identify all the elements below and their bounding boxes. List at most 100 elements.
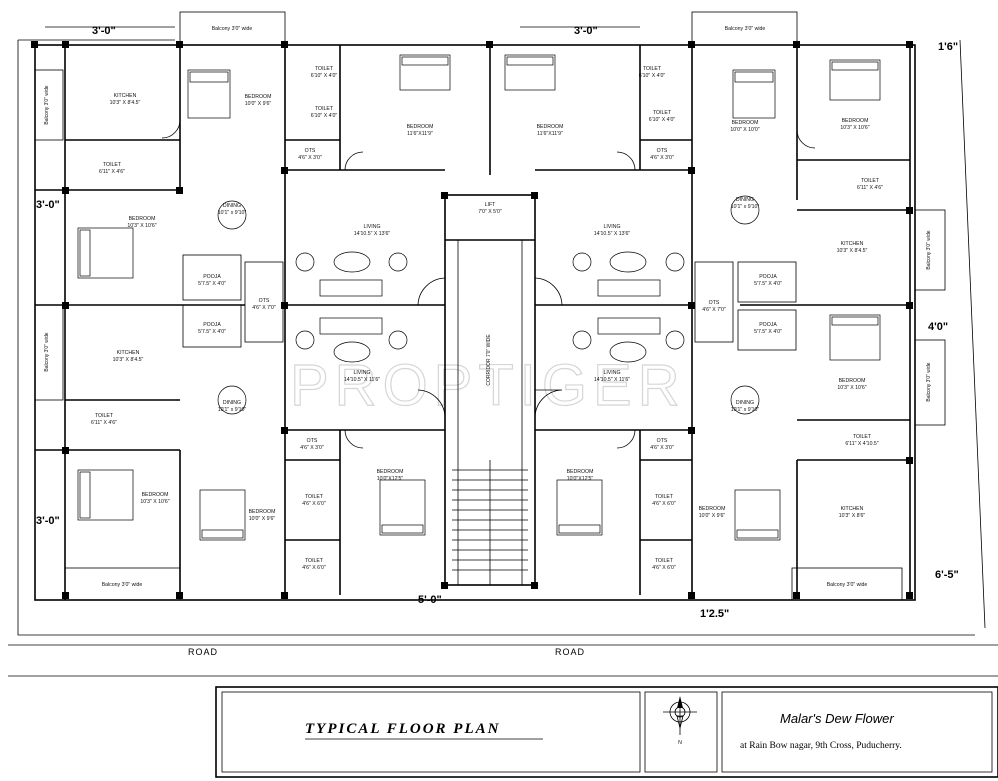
bedroom-bc-right-label: BEDROOM <box>567 469 594 475</box>
ots-1-size: 4'6" X 3'0" <box>298 155 322 161</box>
bedroom-tl-a-size: 10'0" X 9'6" <box>245 101 272 107</box>
balcony-top-right-label: Balcony 3'0" wide <box>725 26 766 32</box>
north-arrow-icon: N <box>663 696 697 746</box>
kitchen-ml-label: KITCHEN <box>117 350 140 356</box>
bedroom-tc-right-size: 11'6"X11'9" <box>537 131 563 137</box>
balcony-top-right <box>691 11 798 46</box>
dining-ur-label: DINING <box>736 197 754 203</box>
bedroom-br-a-label: BEDROOM <box>699 506 726 512</box>
toilet-bc1-size: 4'6" X 6'0" <box>302 501 326 507</box>
dim-bottom-right: 1'2.5" <box>700 608 729 620</box>
watermark: PROPTIGER <box>290 353 686 418</box>
title-block: TYPICAL FLOOR PLAN Malar's Dew Flower at… <box>215 686 998 778</box>
toilet-bc3-label: TOILET <box>655 494 674 500</box>
dim-right-lower: 6'-5" <box>935 569 959 581</box>
kitchen-tl-label: KITCHEN <box>114 93 137 99</box>
toilet-r1-size: 6'11" X 4'6" <box>857 185 883 191</box>
pooja-l2-label: POOJA <box>203 322 221 328</box>
dining-ur-size: 10'1" x 9'10" <box>731 204 760 210</box>
balcony-top-left <box>179 11 286 46</box>
building-walls <box>34 11 946 601</box>
bedroom-tc-left-label: BEDROOM <box>407 124 434 130</box>
kitchen-br-label: KITCHEN <box>841 506 864 512</box>
structural-columns <box>31 41 913 599</box>
dim-left-upper: 3'-0" <box>36 199 60 211</box>
stairs <box>452 460 528 585</box>
toilet-ll-size: 6'11" X 4'6" <box>91 420 117 426</box>
corridor-label: CORRIDOR 7'0" WIDE <box>486 334 492 386</box>
bedroom-tr-a-label: BEDROOM <box>732 120 759 126</box>
dim-top-right: 1'6" <box>938 41 958 53</box>
bedroom-bc-right-size: 10'0"X12'5" <box>567 476 594 482</box>
bedroom-tc-left-size: 11'6"X11'9" <box>407 131 433 137</box>
dining-ul-label: DINING <box>223 203 241 209</box>
dining-lr-label: DINING <box>736 400 754 406</box>
toilet-tl-label: TOILET <box>103 162 122 168</box>
toilet-tl-size: 6'11" X 4'6" <box>99 169 125 175</box>
toilet-ll-label: TOILET <box>95 413 114 419</box>
dim-left-lower: 3'-0" <box>36 515 60 527</box>
balcony-bottom-right <box>791 567 903 601</box>
pooja-r1-size: 5'7.5" X 4'0" <box>754 281 782 287</box>
balcony-left-lower-label: Balcony 3'0" wide <box>44 332 50 371</box>
pooja-l1-label: POOJA <box>203 274 221 280</box>
room-labels: Balcony 3'0" wide Balcony 3'0" wide Balc… <box>44 26 932 588</box>
living-lr-size: 14'10.5" X 11'6" <box>594 377 630 383</box>
lift-label: LIFT <box>485 202 496 208</box>
ots-ml-size: 4'6" X 7'0" <box>252 305 276 311</box>
toilet-tc1-label: TOILET <box>315 66 334 72</box>
toilet-bc2-size: 4'6" X 6'0" <box>302 565 326 571</box>
toilet-tc3-label: TOILET <box>643 66 662 72</box>
ots-mr-label: OTS <box>709 300 720 306</box>
kitchen-ml-size: 10'3" X 8'4.5" <box>113 357 144 363</box>
toilet-tc3-size: 6'10" X 4'0" <box>639 73 666 79</box>
toilet-bc4-size: 4'6" X 6'0" <box>652 565 676 571</box>
project-name: Malar's Dew Flower <box>780 711 894 726</box>
ots-br-size: 4'6" X 3'0" <box>650 445 674 451</box>
living-ll-label: LIVING <box>353 370 370 376</box>
bedroom-bl-b-size: 10'0" X 9'6" <box>249 516 276 522</box>
dim-top-left: 3'-0" <box>92 25 116 37</box>
pooja-r1-label: POOJA <box>759 274 777 280</box>
pooja-l1-size: 5'7.5" X 4'0" <box>198 281 226 287</box>
bedroom-br-a-size: 10'0" X 9'6" <box>699 513 726 519</box>
bedroom-ml-a-size: 10'3" X 10'6" <box>127 223 156 229</box>
balcony-left-upper-label: Balcony 3'0" wide <box>44 85 50 124</box>
ots-2-size: 4'6" X 3'0" <box>650 155 674 161</box>
ots-mr-size: 4'6" X 7'0" <box>702 307 726 313</box>
toilet-r1-label: TOILET <box>861 178 880 184</box>
plan-title: TYPICAL FLOOR PLAN <box>305 721 500 737</box>
bedroom-bc-left-size: 10'0"X12'5" <box>377 476 404 482</box>
pooja-r2-size: 5'7.5" X 4'0" <box>754 329 782 335</box>
dining-ul-size: 10'1" x 9'10" <box>218 210 247 216</box>
road-label-left: ROAD <box>188 647 218 657</box>
ots-1-label: OTS <box>305 148 316 154</box>
living-ur-size: 14'10.5" X 13'6" <box>594 231 631 237</box>
balcony-top-left-label: Balcony 3'0" wide <box>212 26 253 32</box>
living-ll-size: 14'10.5" X 11'6" <box>344 377 380 383</box>
dim-right-middle: 4'0" <box>928 321 948 333</box>
toilet-tc2-label: TOILET <box>315 106 334 112</box>
pooja-r2-label: POOJA <box>759 322 777 328</box>
dining-and-living-furniture <box>217 195 760 415</box>
toilet-bc4-label: TOILET <box>655 558 674 564</box>
bedroom-bc-left-label: BEDROOM <box>377 469 404 475</box>
balcony-right-lower <box>914 339 946 426</box>
balcony-right-upper-label: Balcony 3'0" wide <box>926 230 932 269</box>
living-ur-label: LIVING <box>603 224 620 230</box>
balcony-left-upper <box>34 69 64 141</box>
balcony-bottom-right-label: Balcony 3'0" wide <box>827 582 868 588</box>
toilet-bc1-label: TOILET <box>305 494 324 500</box>
ots-br-label: OTS <box>657 438 668 444</box>
balcony-bottom-left-label: Balcony 3'0" wide <box>102 582 143 588</box>
kitchen-r1-label: KITCHEN <box>841 241 864 247</box>
bedroom-tc-right-label: BEDROOM <box>537 124 564 130</box>
dim-bottom-center: 5'-0" <box>418 594 442 606</box>
toilet-tc4-size: 6'10" X 4'0" <box>649 117 676 123</box>
bedroom-tr-a-size: 10'0" X 10'0" <box>730 127 759 133</box>
toilet-lr-size: 6'11" X 4'10.5" <box>845 441 878 447</box>
ots-bl-label: OTS <box>307 438 318 444</box>
toilet-bc2-label: TOILET <box>305 558 324 564</box>
kitchen-tl-size: 10'3" X 8'4.5" <box>110 100 141 106</box>
balcony-right-lower-label: Balcony 3'0" wide <box>926 362 932 401</box>
